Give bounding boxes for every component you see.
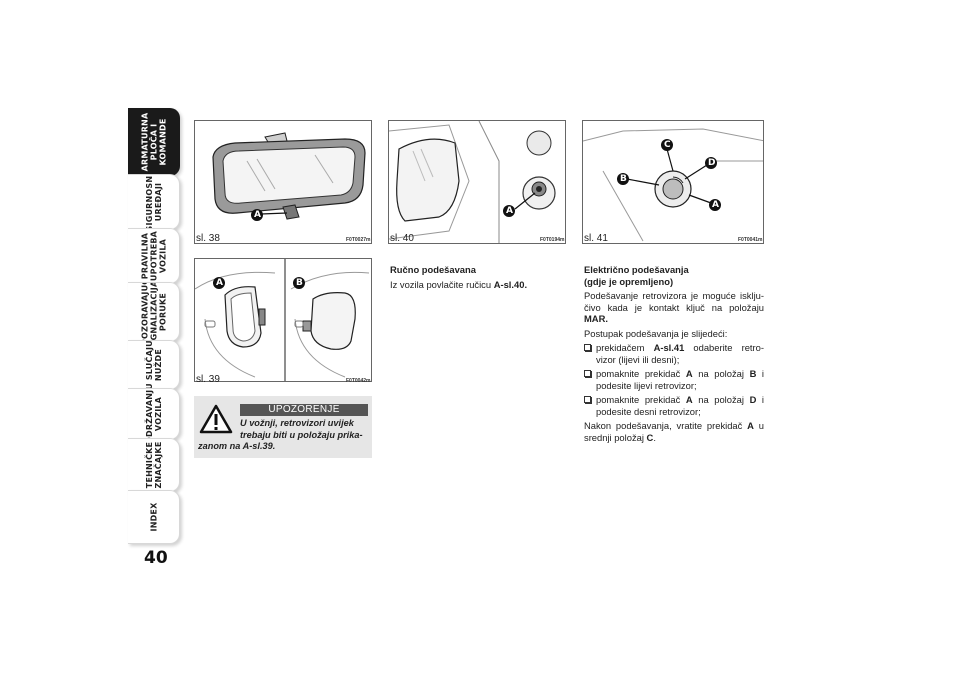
manual-mirror-lever-illustration (389, 121, 556, 243)
tab-label: PRAVILNA UPOTREBA VOZILA (140, 230, 167, 282)
warning-line: zanom na A-sl.39. (198, 441, 276, 451)
rearview-mirror-illustration (212, 132, 366, 221)
tab-label: ODRŽAVANJE VOZILA (144, 388, 163, 440)
list-item: pomaknite prekidač A na položaj D i pode… (584, 394, 764, 417)
callout-A: A (712, 200, 719, 210)
figure-38: A (194, 120, 372, 244)
body-text: Nakon podešavanja, vratite prekidač A u … (584, 420, 764, 443)
tab-u-slucaju-nuzde[interactable]: U SLUČAJU NUŽDE (128, 340, 180, 390)
callout-A: A (254, 210, 261, 220)
tab-sigurnosni-uredaji[interactable]: SIGURNOSNI UREĐAJI (128, 174, 180, 230)
warning-text: U vožnji, retrovizori uvijek trebaju bit… (198, 418, 368, 453)
body-text: Iz vozila povlačite ručicu A-sl.40. (390, 278, 528, 290)
checkbox-bullet-icon (584, 396, 591, 403)
section-subheading: (gdje je opremljeno) (584, 275, 674, 287)
callout-B: B (620, 174, 627, 184)
warning-box: UPOZORENJE U vožnji, retrovizori uvijek … (194, 396, 372, 458)
electric-adjust-section: Električno podešavanja (gdje je opremlje… (584, 264, 764, 443)
figure-caption: sl. 40 (390, 233, 414, 244)
figure-code: F0T0194m (540, 237, 565, 243)
callout-A: A (216, 278, 223, 288)
figure-39: A B (194, 258, 372, 382)
figure-caption: sl. 39 (196, 374, 220, 385)
tab-index[interactable]: INDEX (128, 490, 180, 544)
list-item: prekidačem A-sl.41 odaberite retro-vizor… (584, 342, 764, 365)
manual-adjust-section: Ručno podešavana Iz vozila povlačite ruč… (390, 264, 566, 290)
warning-triangle-icon (199, 404, 233, 434)
callout-A: A (506, 206, 513, 216)
section-heading: Električno podešavanja (584, 264, 689, 275)
tab-label: SIGURNOSNI UREĐAJI (144, 174, 163, 230)
electric-mirror-switch-illustration (583, 128, 763, 242)
tab-label: U SLUČAJU NUŽDE (144, 340, 163, 390)
tab-armaturna-ploca[interactable]: ARMATURNA PLOČA I KOMANDE (128, 108, 180, 176)
warning-line: U vožnji, retrovizori uvijek (240, 418, 354, 428)
warning-line: trebaju biti u položaju prika- (240, 429, 363, 440)
list-item: pomaknite prekidač A na položaj B i pode… (584, 368, 764, 391)
tab-label: UPOZORAVAJUĆA SIGNALIZACIJA I PORUKE (140, 282, 167, 342)
tab-upozoravajuca-signalizacija[interactable]: UPOZORAVAJUĆA SIGNALIZACIJA I PORUKE (128, 282, 180, 342)
figure-code: F0T0042m (346, 378, 371, 384)
tab-label: INDEX (149, 502, 158, 532)
tab-label: ARMATURNA PLOČA I KOMANDE (140, 112, 167, 172)
figure-caption: sl. 41 (584, 233, 608, 244)
figure-code: F0T0041m (738, 237, 763, 243)
door-mirrors-illustration (195, 259, 370, 381)
body-text: Postupak podešavanja je slijedeći: (584, 327, 728, 339)
figure-40: A (388, 120, 566, 244)
page-number: 40 (144, 548, 168, 568)
tab-label: TEHNIČKE ZNAČAJKE (144, 441, 163, 489)
body-text: Podešavanje retrovizora je moguće isklju… (584, 290, 764, 324)
checkbox-bullet-icon (584, 344, 591, 351)
figure-code: F0T0027m (346, 237, 371, 243)
callout-B: B (296, 278, 303, 288)
callout-D: D (708, 158, 716, 168)
section-heading: Ručno podešavana (390, 264, 476, 275)
tab-tehnicke-znacajke[interactable]: TEHNIČKE ZNAČAJKE (128, 438, 180, 492)
tab-odrzavanje-vozila[interactable]: ODRŽAVANJE VOZILA (128, 388, 180, 440)
warning-title: UPOZORENJE (240, 404, 368, 416)
tab-pravilna-upotreba[interactable]: PRAVILNA UPOTREBA VOZILA (128, 228, 180, 284)
figure-41: A B C D (582, 120, 764, 244)
checkbox-bullet-icon (584, 370, 591, 377)
callout-C: C (664, 140, 671, 150)
figure-caption: sl. 38 (196, 233, 220, 244)
